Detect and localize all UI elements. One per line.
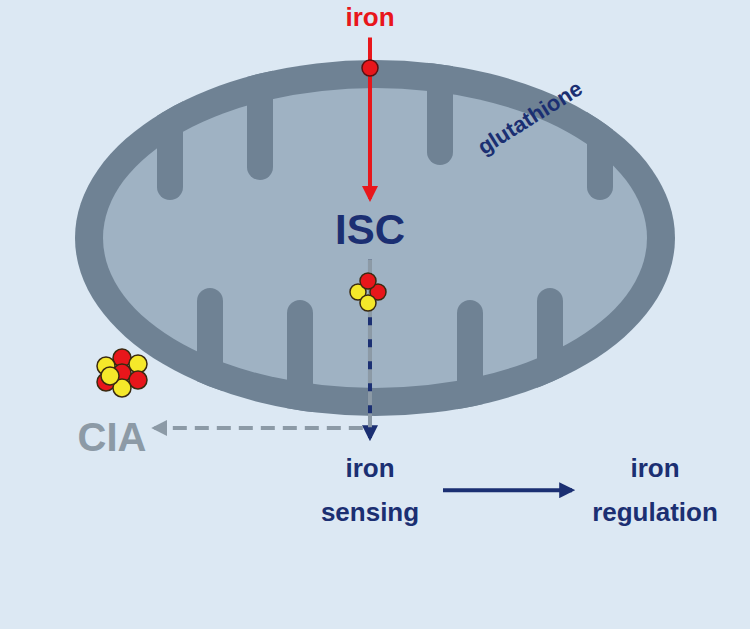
pathway-label: CIA: [78, 413, 147, 461]
process-label: iron sensing: [305, 446, 435, 534]
input-label: iron: [345, 2, 394, 33]
process-label: iron regulation: [580, 446, 730, 534]
fe-s-cluster: [350, 273, 386, 311]
process-label: iron sensing: [305, 446, 435, 534]
pathway-label: CIA: [78, 413, 147, 461]
iron-atom: [362, 60, 378, 76]
flow-arrow: [443, 488, 572, 492]
dashed-arrow: [154, 259, 370, 428]
fe-s-cube-cluster: [97, 349, 147, 397]
mitochondrion: ISCglutathione: [75, 60, 675, 416]
process-label: ISC: [335, 205, 405, 255]
process-label: iron regulation: [580, 446, 730, 534]
input-label: iron: [345, 2, 394, 33]
process-label: ISC: [335, 205, 405, 255]
